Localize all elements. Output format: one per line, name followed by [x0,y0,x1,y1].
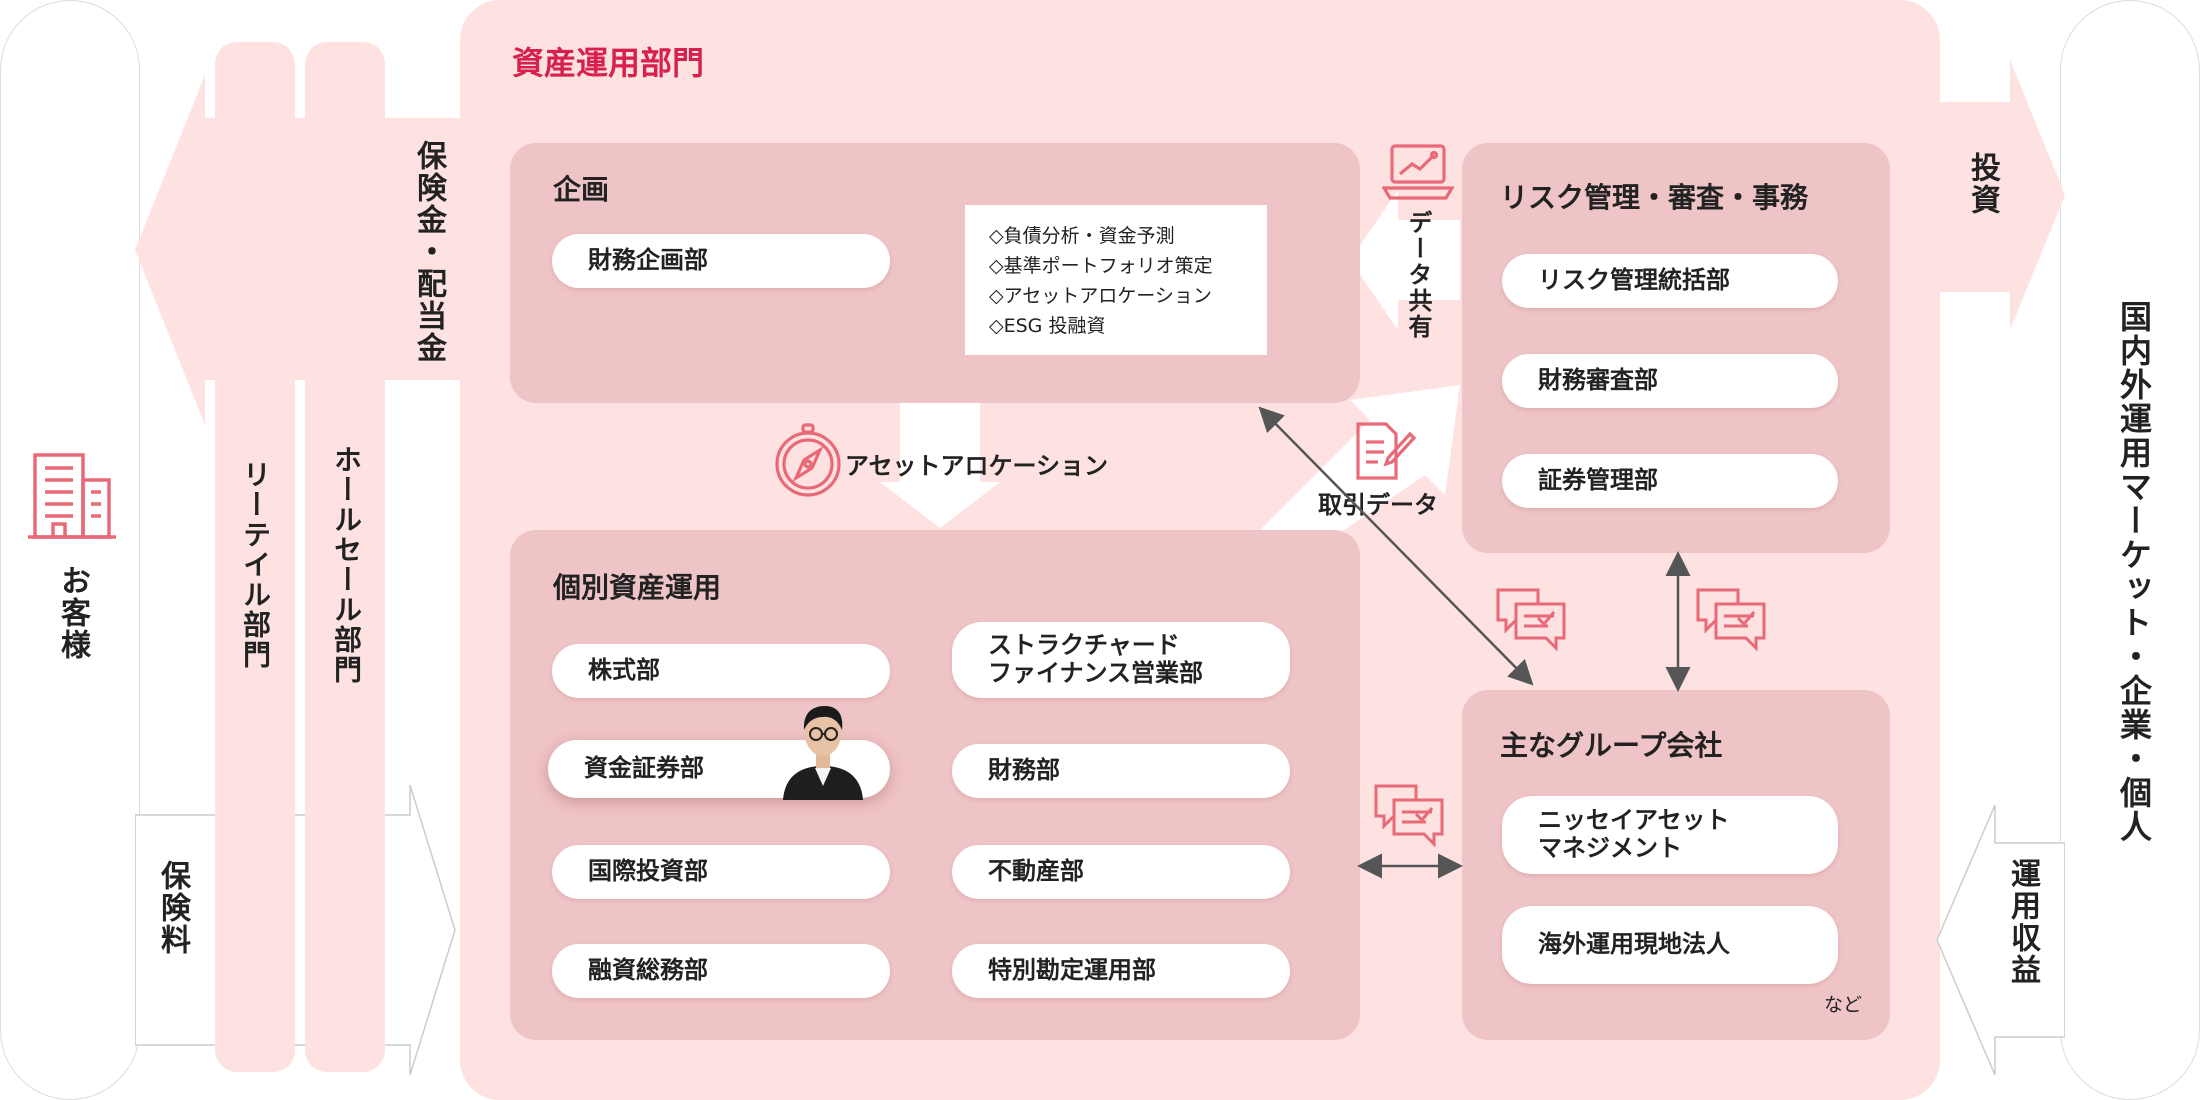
premium-label: 保険料 [155,860,190,956]
dept-yushi-somu: 融資総務部 [552,944,890,998]
market-label: 国内外運用マーケット・企業・個人 [2115,300,2153,844]
dept-shoken-kanri: 証券管理部 [1502,454,1838,508]
dept-zaimu-kikaku: 財務企画部 [552,234,890,288]
planning-title: 企画 [553,173,610,206]
individual-title: 個別資産運用 [553,571,722,604]
planning-task-box: ◇負債分析・資金予測 ◇基準ポートフォリオ策定 ◇アセットアロケーション ◇ES… [965,205,1267,355]
group-note: など [1824,994,1863,1016]
retail-column [215,42,295,1072]
dept-structured-finance: ストラクチャード ファイナンス営業部 [952,622,1290,698]
returns-arrow [1936,805,2065,1075]
data-share-label: データ共有 [1404,210,1432,340]
retail-label: リーテイル部門 [239,460,272,670]
dept-risk-kanri: リスク管理統括部 [1502,254,1838,308]
allocation-arrow [880,400,1000,528]
laptop-chart-icon [1382,144,1454,200]
company-nissay-am: ニッセイアセット マネジメント [1502,796,1838,874]
customers-label: お客様 [55,565,90,661]
compass-icon [775,423,841,497]
wholesale-column [305,42,385,1072]
dept-zaimu: 財務部 [952,744,1290,798]
group-title: 主なグループ会社 [1500,729,1723,762]
company-overseas: 海外運用現地法人 [1502,906,1838,984]
chat-bubbles-icon [1374,784,1444,848]
wholesale-label: ホールセール部門 [330,445,363,685]
returns-label: 運用収益 [2005,858,2040,986]
dept-kokusai-toshi: 国際投資部 [552,845,890,899]
planning-task: ◇ESG 投融資 [989,315,1106,337]
dept-fudosan: 不動産部 [952,845,1290,899]
data-share-arrow [1350,190,1460,330]
invest-label: 投資 [1965,152,2000,216]
person-avatar [783,706,863,800]
dept-tokubetsu-kanjo: 特別勘定運用部 [952,944,1290,998]
customer-column [0,0,140,1100]
division-title: 資産運用部門 [512,44,705,82]
chat-bubbles-icon [1496,588,1566,652]
invest-arrow [1935,60,2065,330]
payout-label: 保険金・配当金 [411,140,446,364]
planning-task: ◇基準ポートフォリオ策定 [989,255,1213,277]
dept-kabushiki: 株式部 [552,644,890,698]
market-column [2060,0,2200,1100]
chat-bubbles-icon [1696,588,1766,652]
allocation-label: アセットアロケーション [845,452,1109,480]
risk-title: リスク管理・審査・事務 [1500,181,1809,214]
dept-zaimu-shinsa: 財務審査部 [1502,354,1838,408]
planning-task: ◇負債分析・資金予測 [989,225,1175,247]
planning-task: ◇アセットアロケーション [989,285,1212,307]
building-icon [28,453,116,539]
